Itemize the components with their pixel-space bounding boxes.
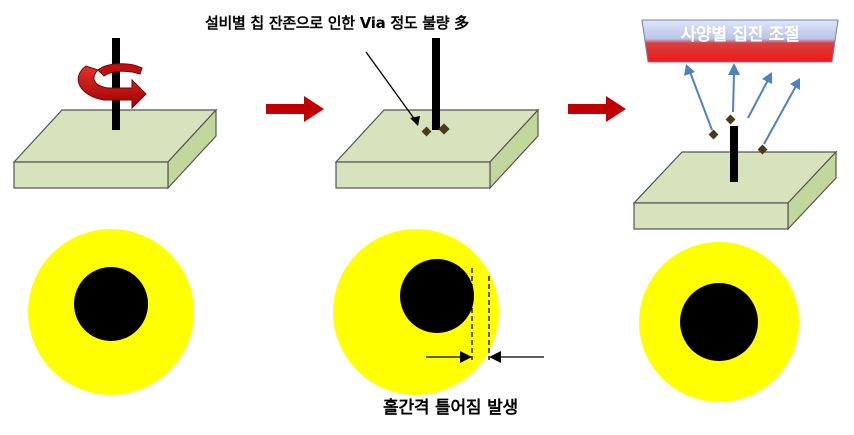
drill-bit-3	[730, 126, 738, 182]
board-2	[334, 108, 540, 190]
panel-3-dust-collection	[632, 19, 839, 231]
board-1	[12, 108, 218, 190]
hole-view-1	[28, 229, 194, 395]
chip-1	[421, 126, 432, 137]
rotation-arrow-icon	[77, 63, 147, 110]
callout-arrowhead	[410, 116, 420, 126]
right-arrow-icon	[266, 96, 324, 122]
drill-bit-2	[432, 38, 440, 130]
gap-arrow-right-icon	[489, 351, 544, 363]
banner	[641, 19, 839, 63]
drill-bit-1	[112, 38, 120, 130]
chip-b	[725, 114, 736, 125]
suction-arrow-icon	[684, 63, 800, 145]
right-arrow-icon	[568, 96, 626, 122]
chip-c	[757, 144, 768, 155]
hole-view-3	[639, 242, 799, 402]
dust-collection-banner-label: 사양별 집진 조절	[680, 25, 800, 45]
chip-a	[708, 129, 719, 140]
panel-1-drilling	[12, 38, 218, 190]
hole-gap-note: 홀간격 틀어짐 발생	[383, 398, 518, 418]
callout-line	[365, 51, 419, 125]
hole-view-2	[333, 229, 544, 395]
panel-2-chip-residue	[334, 38, 540, 190]
gap-arrow-left-icon	[426, 351, 472, 363]
chip-residue-note: 설비별 칩 잔존으로 인한 Via 정도 불량 多	[205, 14, 469, 32]
